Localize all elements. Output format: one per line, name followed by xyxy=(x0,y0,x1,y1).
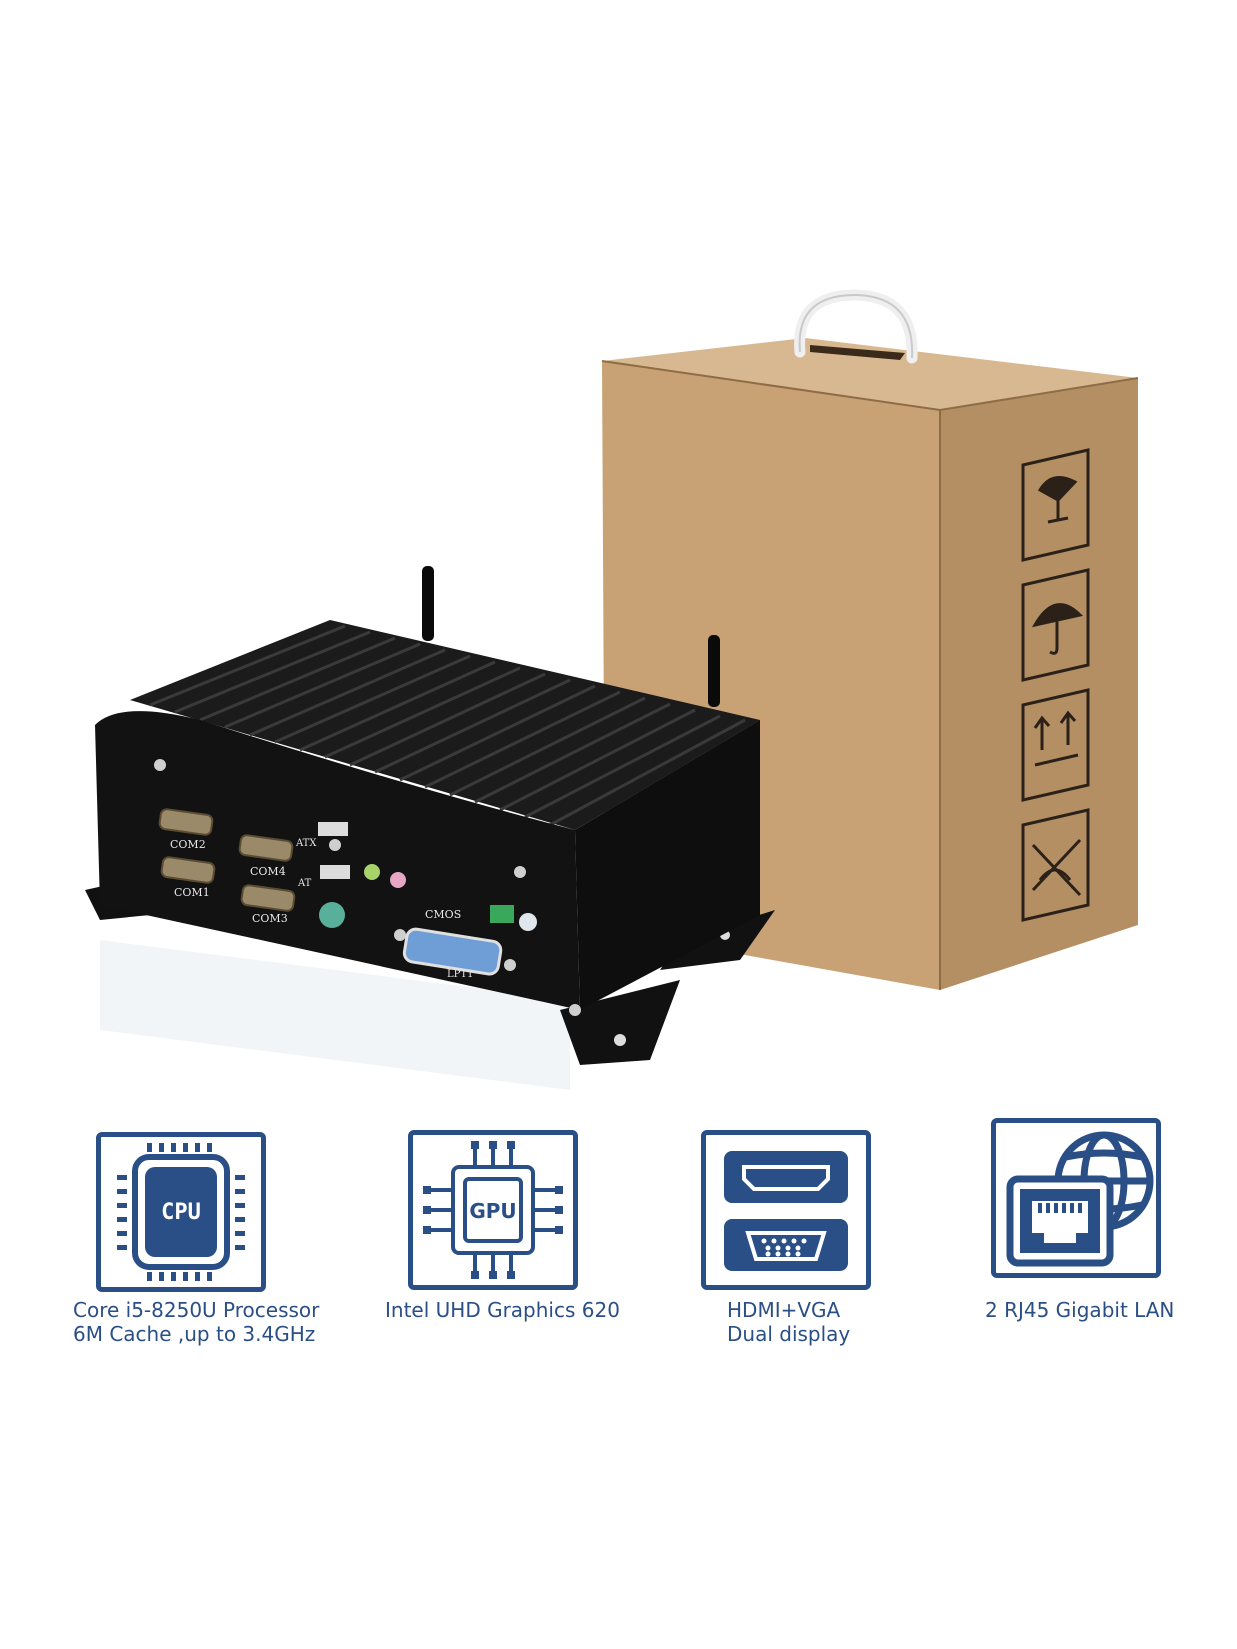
feature-label-gpu: Intel UHD Graphics 620 xyxy=(385,1298,620,1322)
power-terminal xyxy=(490,905,514,923)
rj45-globe-icon xyxy=(1006,1131,1154,1267)
svg-text:CPU: CPU xyxy=(161,1200,201,1225)
hdmi-vga-feature-box xyxy=(701,1130,871,1290)
mini-pc: COM2 COM1 COM4 COM3 ATX AT CMOS LPT1 xyxy=(85,566,775,1090)
svg-text:GPU: GPU xyxy=(469,1199,516,1223)
feature-label-cpu: Core i5-8250U Processor 6M Cache ,up to … xyxy=(73,1298,320,1346)
com1-port xyxy=(160,856,216,884)
usb-port-bottom xyxy=(320,865,350,879)
com4-port xyxy=(238,834,294,862)
gpu-icon: GPU xyxy=(423,1141,563,1279)
handling-symbols xyxy=(1021,448,1090,922)
gpu-feature-box: GPU xyxy=(408,1130,578,1290)
hdmi-vga-icon xyxy=(724,1151,848,1271)
at-label: AT xyxy=(297,878,312,889)
com1-label: COM1 xyxy=(174,886,210,899)
ps2-port xyxy=(319,902,345,928)
atx-label: ATX xyxy=(295,838,317,849)
antenna-left xyxy=(422,566,434,641)
com3-port xyxy=(240,884,296,912)
feature-label-hdmi-vga: HDMI+VGA Dual display xyxy=(727,1298,851,1346)
com3-label: COM3 xyxy=(252,912,288,925)
cpu-feature-box: CPU xyxy=(96,1132,266,1292)
this-side-up-icon xyxy=(1021,688,1090,802)
lpt1-label: LPT1 xyxy=(447,969,473,980)
do-not-stack-icon xyxy=(1021,808,1090,922)
umbrella-icon xyxy=(1021,568,1090,682)
antenna-right xyxy=(708,635,720,707)
lpt1-port xyxy=(402,927,503,976)
com2-port xyxy=(158,808,214,836)
audio-line-out xyxy=(364,864,380,880)
fragile-icon xyxy=(1021,448,1090,562)
audio-mic-in xyxy=(390,872,406,888)
cpu-icon: CPU xyxy=(117,1143,245,1281)
usb-port-top xyxy=(318,822,348,836)
com4-label: COM4 xyxy=(250,865,286,878)
cmos-label: CMOS xyxy=(425,908,461,921)
rj45-feature-box xyxy=(991,1118,1161,1278)
feature-label-lan: 2 RJ45 Gigabit LAN xyxy=(985,1298,1175,1322)
power-button xyxy=(519,913,537,931)
com2-label: COM2 xyxy=(170,838,206,851)
